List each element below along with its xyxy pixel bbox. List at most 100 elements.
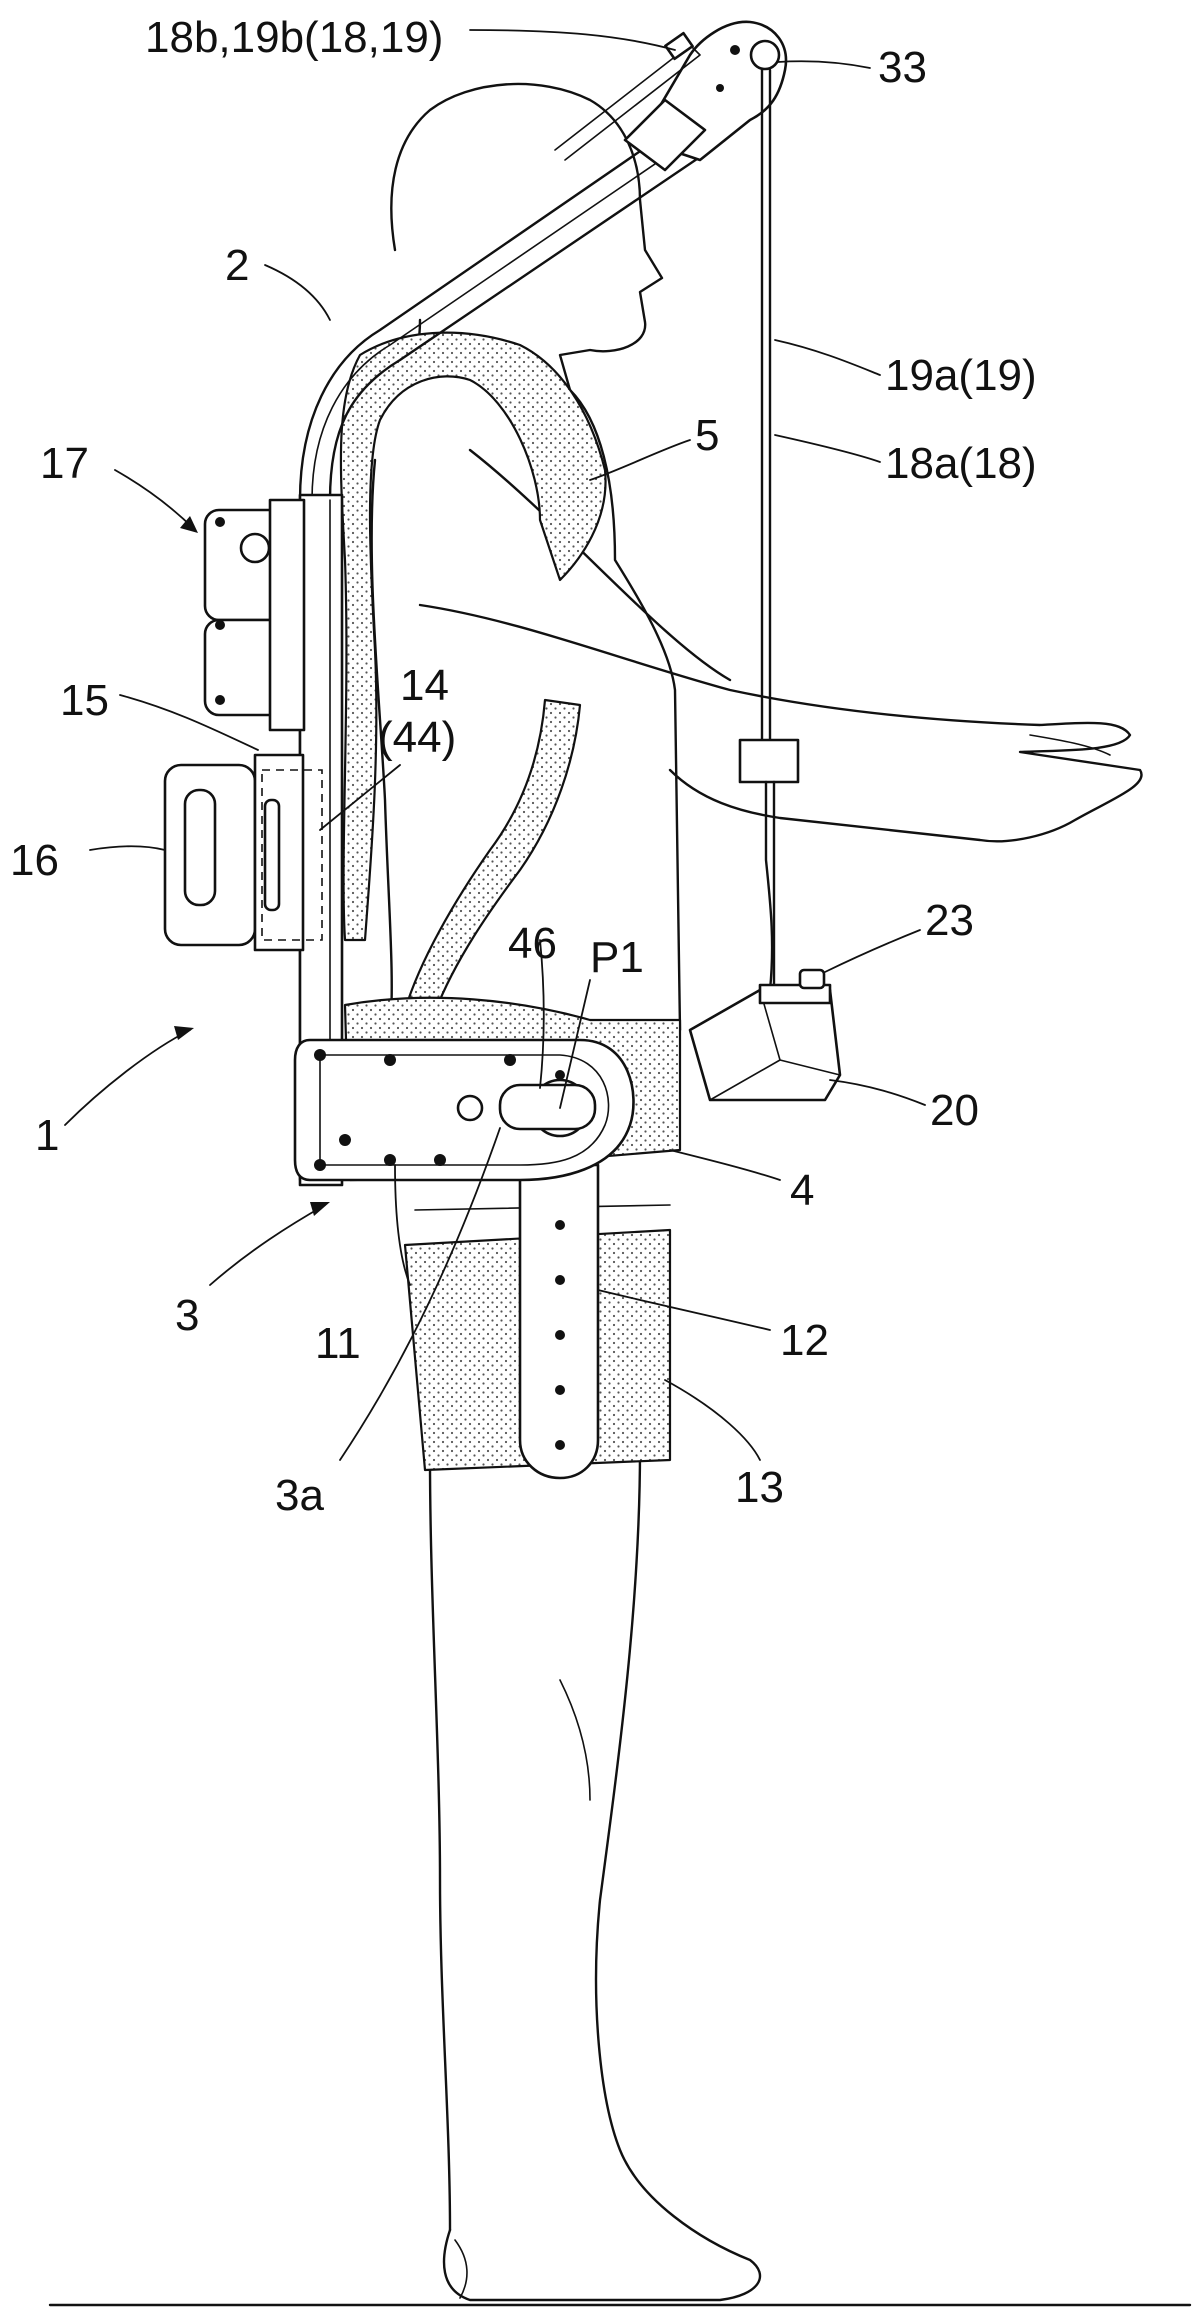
heel-line [454,2239,468,2299]
lead-33 [777,60,871,69]
lead-3a [339,1127,501,1461]
label-4: 4 [790,1166,814,1215]
actuator-unit [203,498,306,732]
lead-18b [469,29,676,51]
hip-housing-inner [319,1054,610,1166]
hip-hole [456,1094,484,1122]
lead-17 [114,469,196,531]
label-16: 16 [10,836,59,885]
hook-face [709,989,841,1101]
cable-sheath-18b [554,44,701,161]
label-5: 5 [695,411,719,460]
pulley-wheel [749,39,781,71]
clamp [664,31,694,61]
hip-bolt-7 [339,1134,351,1146]
lead-46 [539,939,545,1089]
hip-bolt-4 [434,1154,446,1166]
label-3: 3 [175,1291,199,1340]
label-13: 13 [735,1463,784,1512]
label-15: 15 [60,676,109,725]
lead-12 [597,1289,771,1331]
switch-23 [798,968,826,990]
battery-window [183,788,217,907]
label-19a: 19a(19) [885,351,1037,400]
torso-front [568,388,682,1032]
shoulder-belt-pad [339,331,607,942]
actuator-bolt-4 [215,695,225,705]
label-11: 11 [315,1319,361,1368]
label-23: 23 [925,896,974,945]
actuator-hub [239,532,271,564]
control-unit-14-hidden [261,769,323,941]
wearer-body [370,82,1143,2302]
label-20: 20 [930,1086,979,1135]
label-18a: 18a(18) [885,439,1037,488]
lead-2 [264,264,331,321]
actuator-bracket [268,498,306,732]
link-hole-1 [555,1220,565,1230]
label-44: (44) [378,713,456,762]
battery-holder-slot [263,798,281,912]
label-46: 46 [508,919,557,968]
lead-15 [119,694,259,751]
leader-lines [64,29,926,1461]
hip-bolt-8 [555,1070,565,1080]
cable-lower [764,780,774,992]
arrow-3 [310,1202,330,1216]
actuator-bolt-3 [215,620,225,630]
lead-11 [394,1164,411,1286]
link-hole-2 [555,1275,565,1285]
hip-bolt-1 [314,1049,326,1061]
hand-fingers [1029,734,1111,756]
lead-23 [824,929,921,973]
lead-20 [829,1079,926,1106]
hip-bolt-5 [504,1054,516,1066]
back-frame-arm-inner [311,124,713,501]
upper-arm-top [468,448,732,682]
arrow-17 [180,516,198,533]
label-14: 14 [400,661,449,710]
label-18b-19b: 18b,19b(18,19) [145,13,443,62]
lead-5 [589,439,691,481]
hip-bolt-2 [314,1159,326,1171]
hip-knob-46 [498,1083,597,1131]
knee-line [559,1679,591,1801]
link-hole-4 [555,1385,565,1395]
reference-labels: 18b,19b(18,19) 33 2 19a(19) 5 18a(18) 17… [10,13,1037,1520]
lead-18a [774,434,881,463]
lead-1 [64,1029,191,1126]
label-3a: 3a [275,1471,324,1520]
lead-4 [669,1149,781,1181]
leg-back [428,1458,452,2232]
lead-3 [209,1204,326,1286]
lead-16 [89,845,166,851]
label-2: 2 [225,241,249,290]
hip-bolt-6 [384,1154,396,1166]
label-17: 17 [40,439,89,488]
pulley-bolt [730,45,740,55]
label-1: 1 [35,1111,59,1160]
label-33: 33 [878,43,927,92]
leg-front [442,1448,762,2302]
hip-bolt-3 [384,1054,396,1066]
link-hole-3 [555,1330,565,1340]
head [390,82,664,392]
link-hole-5 [555,1440,565,1450]
label-12: 12 [780,1316,829,1365]
hook-top-block [758,983,832,1005]
arm [418,603,1143,843]
lead-13 [664,1379,761,1461]
hip-actuator-11 [293,1038,635,1182]
lead-19a [774,339,881,376]
arrow-1 [174,1026,194,1040]
pulley-arm-cover [623,98,707,172]
lead-14 [319,764,401,831]
pulley-unit [554,20,788,172]
hook-device [688,968,842,1102]
lead-P1 [559,979,591,1109]
cable-grip [738,738,800,784]
actuator-bolt-1 [215,517,225,527]
label-P1: P1 [590,933,644,982]
pulley-bolt-2 [716,84,724,92]
